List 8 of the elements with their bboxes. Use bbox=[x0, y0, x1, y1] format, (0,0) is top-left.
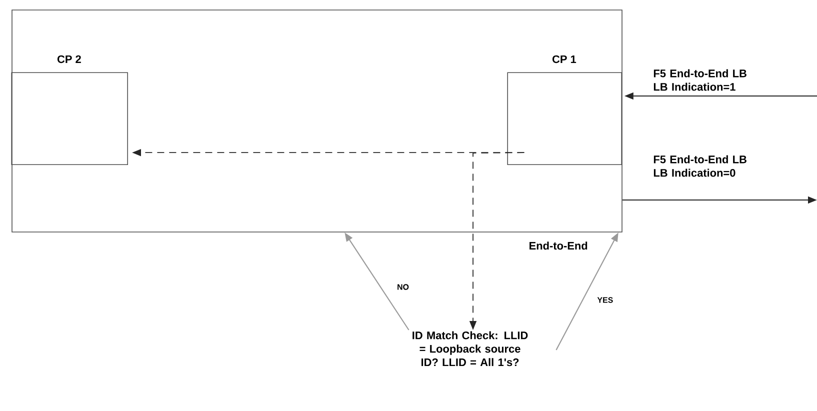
box: CP 1 bbox=[507, 55, 622, 165]
node-label: CP 2 bbox=[57, 55, 81, 64]
node-label: End-to-End bbox=[530, 242, 588, 250]
node-label: CP 1 bbox=[552, 55, 576, 64]
edge-label: F5 End-to-End LB LB Indication=0 bbox=[654, 155, 746, 177]
edge-label: F5 End-to-End LB LB Indication=1 bbox=[654, 69, 746, 91]
check-text: ID Match Check: LLID = Loopback source ID? LLID = All 1's? bbox=[412, 331, 528, 366]
box: CP 2 bbox=[11, 55, 128, 165]
